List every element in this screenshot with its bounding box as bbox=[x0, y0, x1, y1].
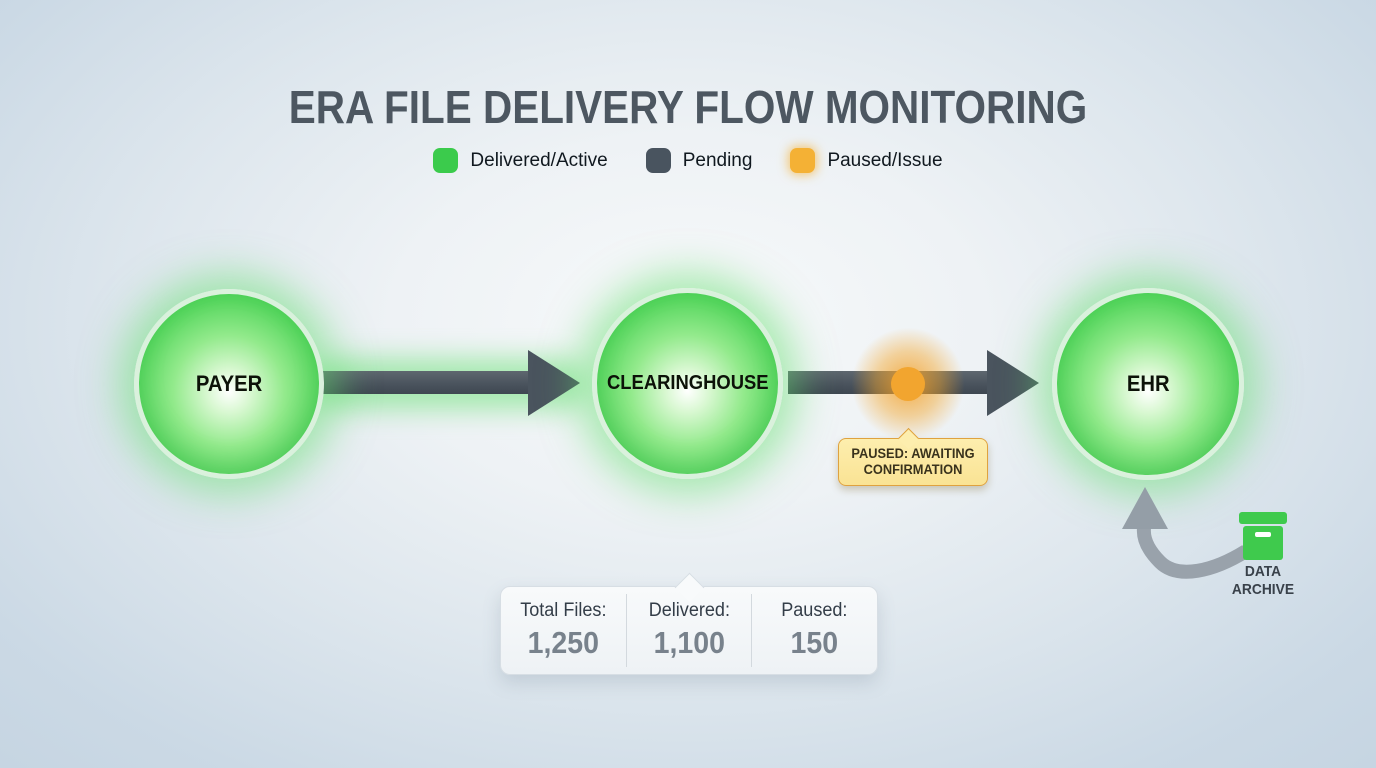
paused-tooltip: PAUSED: AWAITING CONFIRMATION bbox=[838, 438, 988, 486]
paused-indicator-dot[interactable] bbox=[891, 367, 925, 401]
paused-swatch-icon bbox=[790, 148, 816, 173]
data-archive-label: DATA ARCHIVE bbox=[1203, 563, 1323, 599]
legend-label: Paused/Issue bbox=[827, 149, 943, 171]
archive-body-icon bbox=[1243, 526, 1283, 560]
legend-item-pending: Pending bbox=[645, 148, 753, 173]
stat-value: 1,100 bbox=[653, 625, 725, 660]
pending-swatch-icon bbox=[645, 148, 671, 173]
legend-label: Pending bbox=[682, 149, 753, 171]
return-arrow-archive-to-ehr bbox=[1122, 487, 1250, 579]
stat-label: Total Files: bbox=[520, 600, 607, 621]
stat-total-files: Total Files: 1,250 bbox=[501, 594, 626, 667]
data-archive-icon bbox=[1239, 512, 1287, 560]
arrowhead-icon bbox=[528, 350, 580, 416]
node-payer-label: PAYER bbox=[195, 371, 263, 396]
node-payer[interactable]: PAYER bbox=[134, 289, 324, 479]
archive-slot-icon bbox=[1255, 532, 1271, 537]
legend-item-delivered: Delivered/Active bbox=[433, 148, 608, 173]
stats-panel: Total Files: 1,250 Delivered: 1,100 Paus… bbox=[500, 586, 878, 675]
legend-label: Delivered/Active bbox=[470, 149, 608, 171]
page-title: ERA FILE DELIVERY FLOW MONITORING bbox=[288, 81, 1088, 133]
arrowhead-icon bbox=[987, 350, 1039, 416]
paused-tooltip-text: CONFIRMATION bbox=[863, 462, 963, 477]
node-ehr-label: EHR bbox=[1126, 371, 1170, 396]
stat-paused: Paused: 150 bbox=[751, 594, 877, 667]
stat-delivered: Delivered: 1,100 bbox=[625, 594, 752, 667]
archive-lid-icon bbox=[1239, 512, 1287, 524]
node-clearinghouse[interactable]: CLEARINGHOUSE bbox=[592, 288, 783, 479]
node-ehr[interactable]: EHR bbox=[1052, 288, 1244, 480]
stat-label: Paused: bbox=[781, 600, 848, 621]
legend: Delivered/Active Pending Paused/Issue bbox=[0, 148, 1376, 173]
legend-item-paused: Paused/Issue bbox=[790, 148, 943, 173]
data-archive-label-line: DATA bbox=[1244, 563, 1282, 580]
stat-label: Delivered: bbox=[648, 600, 730, 621]
arrow-payer-to-clearinghouse bbox=[322, 371, 528, 394]
delivered-swatch-icon bbox=[433, 148, 459, 173]
stat-value: 1,250 bbox=[527, 625, 600, 660]
stat-value: 150 bbox=[790, 625, 839, 660]
node-clearinghouse-label: CLEARINGHOUSE bbox=[606, 372, 769, 394]
paused-tooltip-text: PAUSED: AWAITING bbox=[851, 446, 975, 461]
data-archive-label-line: ARCHIVE bbox=[1231, 581, 1295, 598]
